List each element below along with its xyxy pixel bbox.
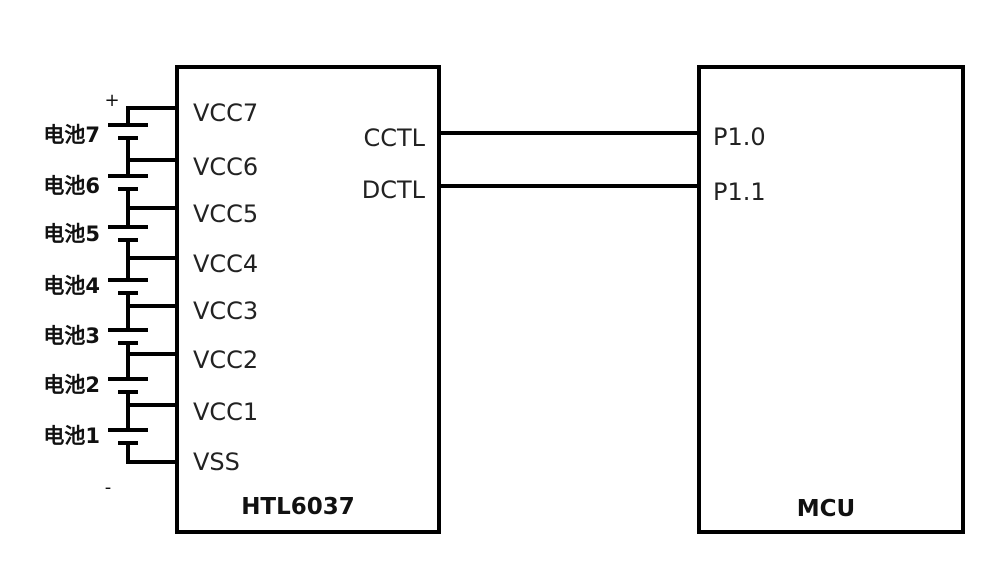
wire-vss	[126, 443, 177, 464]
battery-label-1: 电池1	[43, 424, 100, 448]
battery-label-5: 电池5	[43, 222, 100, 246]
mcu-body	[697, 65, 965, 534]
htl6037-chip: HTL6037 VCC7 VCC6 VCC5 VCC4 VCC3 VCC2 VC…	[175, 65, 441, 534]
battery-cell-6	[108, 174, 148, 191]
battery-label-7: 电池7	[43, 123, 100, 147]
battery-label-6: 电池6	[43, 174, 100, 198]
pin-p1-1: P1.1	[713, 178, 766, 206]
pin-vcc1: VCC1	[193, 398, 258, 426]
plus-sign: +	[104, 90, 119, 111]
pin-vss: VSS	[193, 448, 240, 476]
minus-sign: -	[105, 477, 112, 498]
pin-vcc2: VCC2	[193, 346, 258, 374]
battery-label-2: 电池2	[43, 373, 100, 397]
battery-label-4: 电池4	[43, 274, 100, 298]
wire-vcc5	[126, 189, 177, 210]
pin-cctl: CCTL	[363, 124, 425, 152]
wire-vcc6	[126, 138, 177, 162]
mcu-chip: MCU P1.0 P1.1	[697, 65, 965, 534]
wire-vcc4	[126, 240, 177, 260]
battery-cell-1	[108, 428, 148, 445]
pin-dctl: DCTL	[362, 176, 426, 204]
pin-vcc5: VCC5	[193, 200, 258, 228]
pin-vcc6: VCC6	[193, 153, 258, 181]
battery-cell-3	[108, 328, 148, 345]
pin-p1-0: P1.0	[713, 123, 766, 151]
battery-cell-5	[108, 225, 148, 242]
battery-cell-4	[108, 278, 148, 295]
pin-vcc4: VCC4	[193, 250, 258, 278]
battery-label-3: 电池3	[43, 324, 100, 348]
mcu-label: MCU	[797, 496, 855, 522]
battery-cell-2	[108, 377, 148, 394]
wire-vcc7	[126, 106, 177, 125]
htl6037-body	[175, 65, 441, 534]
battery-cell-7	[108, 123, 148, 140]
htl6037-label: HTL6037	[241, 494, 355, 520]
pin-vcc7: VCC7	[193, 99, 258, 127]
battery-stack: 电池7 电池6 电池5 电池4 电池3 电池2 电池1 + -	[43, 90, 177, 498]
pin-vcc3: VCC3	[193, 297, 258, 325]
